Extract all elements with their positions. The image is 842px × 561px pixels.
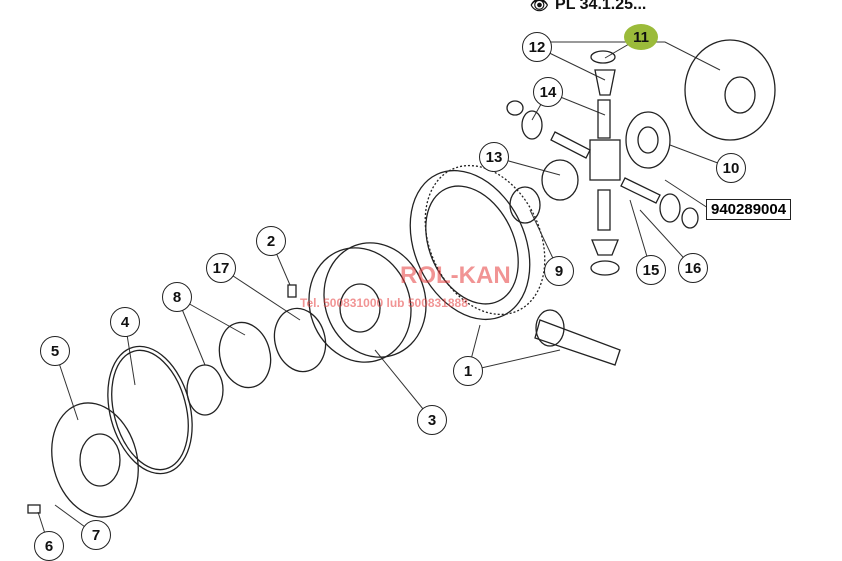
- watermark-phone: Tel. 500831000 lub 500831888: [300, 296, 468, 310]
- differential-housing: [308, 242, 427, 363]
- callout-6[interactable]: 6: [34, 531, 64, 561]
- callout-10[interactable]: 10: [716, 153, 746, 183]
- watermark-logo: ROL-KAN: [400, 262, 511, 289]
- callout-2[interactable]: 2: [256, 226, 286, 256]
- callout-15[interactable]: 15: [636, 255, 666, 285]
- spider-gears: [287, 50, 699, 298]
- callout-16[interactable]: 16: [678, 253, 708, 283]
- callout-1[interactable]: 1: [453, 356, 483, 386]
- callout-11[interactable]: 11: [624, 24, 658, 50]
- ring-gear: [409, 164, 546, 321]
- bolt-6: [27, 504, 41, 514]
- callout-17[interactable]: 17: [206, 253, 236, 283]
- callout-3[interactable]: 3: [417, 405, 447, 435]
- callout-4[interactable]: 4: [110, 307, 140, 337]
- part-number-940289004[interactable]: 940289004: [706, 199, 792, 220]
- leader-lines: [37, 36, 732, 547]
- callout-14[interactable]: 14: [533, 77, 563, 107]
- shim-17: [273, 307, 327, 373]
- cage-10: [625, 111, 671, 169]
- callout-7[interactable]: 7: [81, 520, 111, 550]
- pinion-shaft: [534, 309, 621, 366]
- callout-13[interactable]: 13: [479, 142, 509, 172]
- header: 👁 PL 34.1.25...: [530, 0, 646, 14]
- callout-5[interactable]: 5: [40, 336, 70, 366]
- eye-icon[interactable]: 👁: [530, 0, 550, 14]
- cover-5: [51, 402, 139, 518]
- callout-9[interactable]: 9: [544, 256, 574, 286]
- callout-12[interactable]: 12: [522, 32, 552, 62]
- reference-label[interactable]: PL 34.1.25...: [555, 0, 647, 13]
- callout-8[interactable]: 8: [162, 282, 192, 312]
- bearing-8: [186, 321, 272, 416]
- o-ring-4: [107, 345, 193, 475]
- housing-top: [684, 39, 776, 141]
